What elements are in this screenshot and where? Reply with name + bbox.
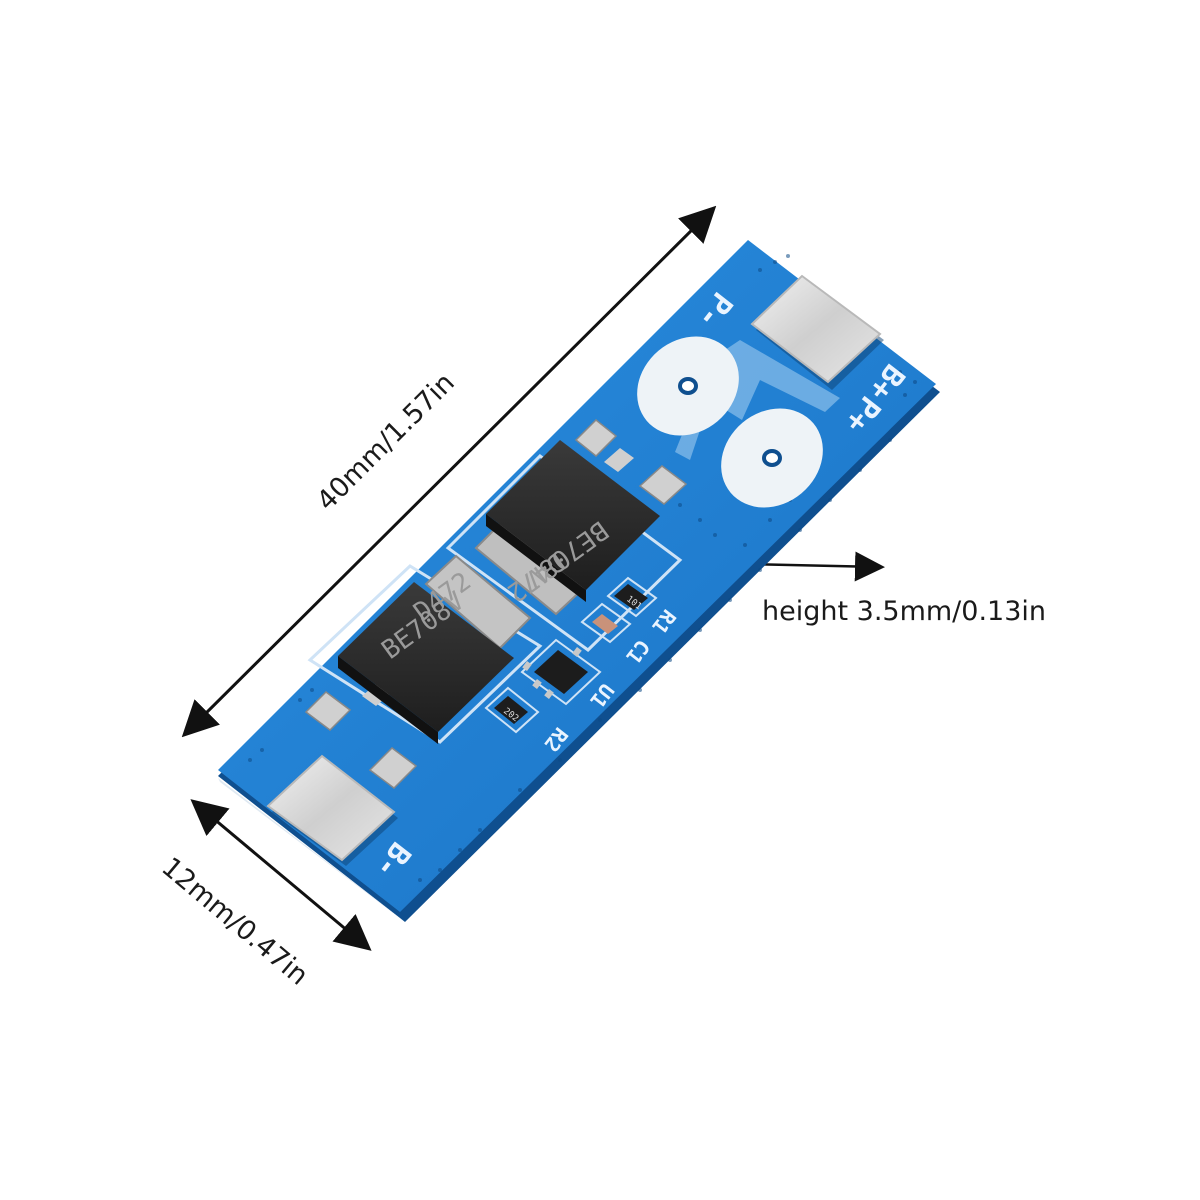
width-label: 12mm/0.47in [156,852,314,992]
battery-negative-pad [266,754,398,866]
mounting-pad-p-plus [721,408,823,508]
mosfet-top: D472 BE708V [445,418,688,652]
capacitor-c1 [580,602,632,644]
mosfet-bottom: D472 BE708V [304,554,543,789]
height-label: height 3.5mm/0.13in [762,596,1046,627]
pcb-board: D472 BE708V D472 BE708V 101 [218,240,940,922]
ic-u1 [520,638,602,706]
mounting-pad-p-minus [637,336,739,436]
battery-positive-pad [750,274,884,390]
length-dimension-arrow [181,205,717,738]
length-label: 40mm/1.57in [311,367,461,517]
width-dimension-arrow [190,799,372,951]
